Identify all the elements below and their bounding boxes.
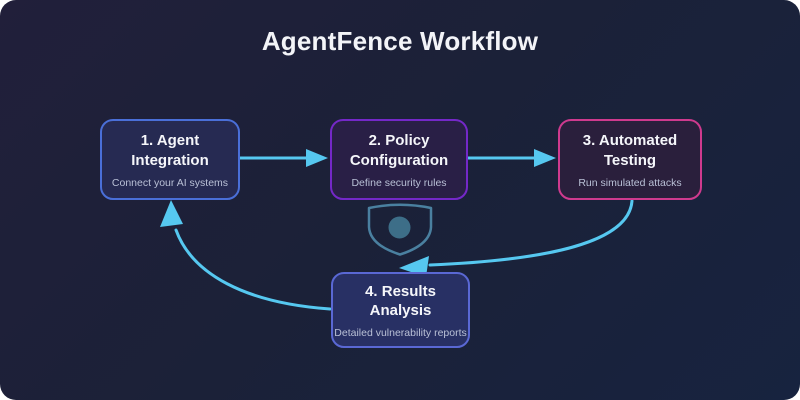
arrow-policy-to-testing — [466, 149, 556, 167]
node-subtitle: Run simulated attacks — [578, 176, 682, 189]
node-subtitle: Define security rules — [351, 176, 447, 189]
node-subtitle: Detailed vulnerability reports — [334, 327, 467, 340]
node-policy-configuration: 2. Policy Configuration Define security … — [330, 119, 468, 200]
diagram-title: AgentFence Workflow — [261, 26, 539, 56]
node-title: 2. Policy Configuration — [349, 132, 449, 169]
node-results-analysis: 4. Results Analysis Detailed vulnerabili… — [331, 272, 470, 348]
node-automated-testing: 3. Automated Testing Run simulated attac… — [558, 119, 702, 200]
shield-icon — [367, 203, 433, 256]
arrow-testing-to-results — [399, 199, 634, 277]
node-subtitle: Connect your AI systems — [111, 176, 229, 189]
node-agent-integration: 1. Agent Integration Connect your AI sys… — [100, 119, 240, 200]
node-title: 3. Automated Testing — [582, 132, 678, 169]
arrow-integration-to-policy — [238, 149, 328, 167]
node-title: 1. Agent Integration — [131, 132, 209, 169]
arrow-results-to-integration — [160, 200, 332, 311]
node-title: 4. Results Analysis — [365, 282, 436, 319]
